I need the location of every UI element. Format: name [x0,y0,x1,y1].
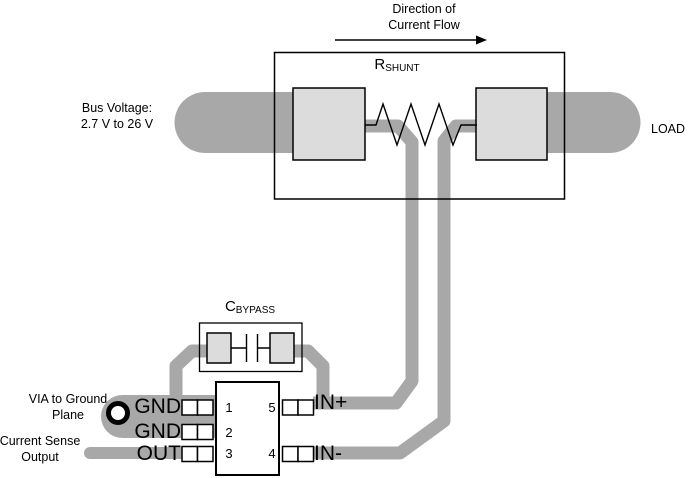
current-sense-output-label: Current Sense Output [0,434,84,465]
current-sense-line1: Current Sense [0,434,81,448]
via-to-ground-label: VIA to Ground Plane [8,392,128,423]
pin4-pad-outer [297,445,315,463]
r-shunt-label: RSHUNT [337,57,457,77]
pin3-number: 3 [225,446,233,461]
pin2-label: GND [134,420,181,443]
r-shunt-ref: R [374,56,386,73]
pin2-pad-inner [196,423,214,441]
pin3-pad-outer [181,445,199,463]
pin5-pad-inner [281,399,299,416]
bypass-trace-right [286,344,330,403]
pin2-number: 2 [225,425,233,440]
direction-line2: Current Flow [388,17,460,32]
via-label-line2: Plane [52,407,84,422]
capacitor-symbol [231,334,270,362]
pin4-pad-inner [281,445,299,463]
pin4-number: 4 [268,446,276,461]
c-bypass-sub: BYPASS [235,305,276,316]
via-circle [106,401,130,425]
direction-line1: Direction of [392,2,456,16]
pin1-pad-inner [196,399,214,416]
pin1-label: GND [134,395,181,418]
pin3-label: OUT [136,442,181,465]
pin5-label: IN+ [314,391,348,414]
current-flow-arrowhead [476,35,487,45]
bypass-pad-right [269,332,295,364]
pin3-pad-inner [196,445,214,463]
bus-voltage-line1: Bus Voltage: [81,101,153,115]
direction-of-current-flow-label: Direction of Current Flow [344,2,504,33]
resistor-zigzag [365,101,477,148]
shunt-outline-box [273,51,566,200]
bypass-outline-box [198,322,303,373]
current-sense-line2: Output [21,449,59,464]
via-label-line1: VIA to Ground [28,392,108,406]
ic-body [215,381,280,476]
r-shunt-sub: SHUNT [385,63,420,74]
pin1-pad-outer [181,399,199,416]
c-bypass-ref: C [224,298,236,315]
shunt-pad-right [475,87,548,161]
bypass-trace-left [169,344,214,402]
pin1-number: 1 [225,400,233,415]
bus-voltage-label: Bus Voltage: 2.7 V to 26 V [47,101,187,132]
pin2-pad-outer [181,423,199,441]
c-bypass-label: CBYPASS [190,299,310,319]
pin4-label: IN- [314,442,342,465]
shunt-pad-left [292,87,366,161]
pin5-pad-outer [297,399,315,416]
bypass-pad-left [206,332,232,364]
load-label: LOAD [651,122,686,136]
pin5-number: 5 [268,400,276,415]
bus-voltage-line2: 2.7 V to 26 V [80,116,154,131]
kelvin-trace-in-plus [313,119,419,410]
